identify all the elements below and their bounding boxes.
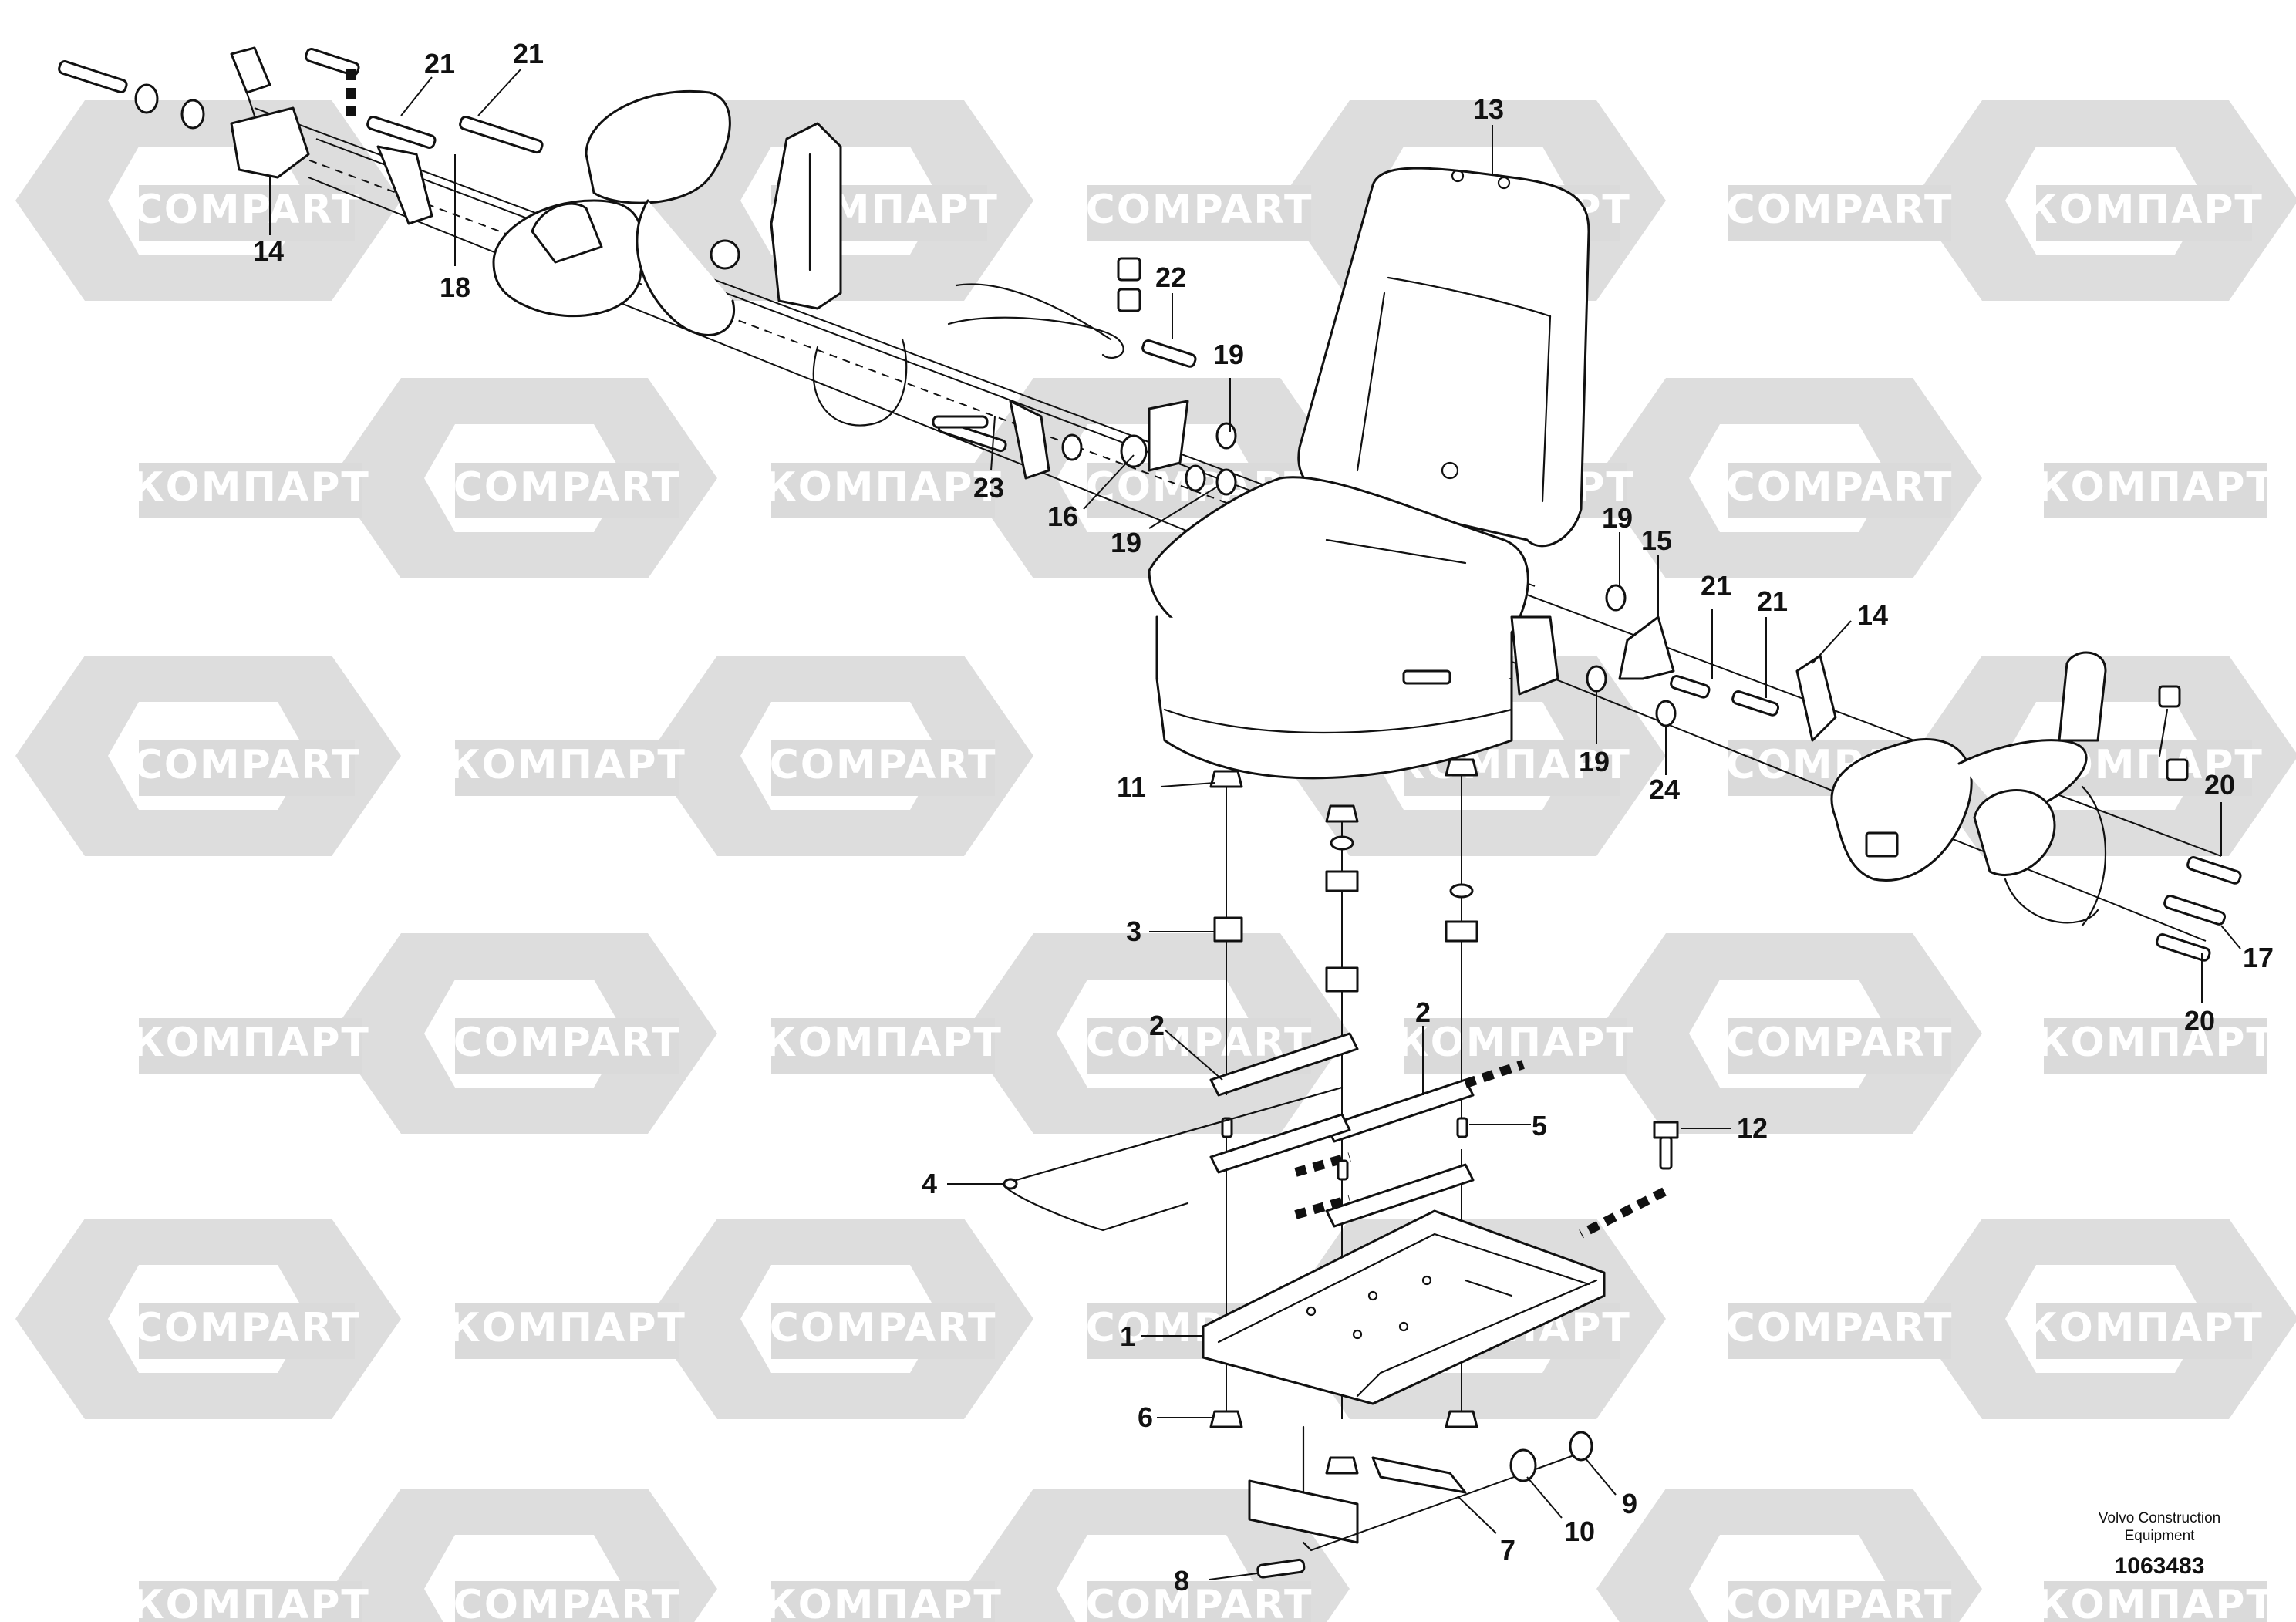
document-number: 1063483 — [2115, 1553, 2205, 1579]
callout-6: 6 — [1138, 1401, 1153, 1433]
callout-17: 17 — [2243, 942, 2274, 973]
callout-labels: 13 21 21 22 19 14 18 23 16 19 19 15 21 2… — [253, 38, 2274, 1597]
watermark-label: КОМПАРТ — [447, 742, 686, 788]
watermark-label: COMPART — [453, 1020, 681, 1066]
lower-nuts — [1209, 1410, 1478, 1475]
watermark-label: COMPART — [133, 1305, 361, 1351]
callout-21: 21 — [513, 38, 544, 69]
watermark-label: КОМПАРТ — [447, 1305, 686, 1351]
watermark-label: КОМПАРТ — [2036, 464, 2275, 511]
watermark-label: КОМПАРТ — [764, 1582, 1003, 1622]
watermark-label: КОМПАРТ — [1396, 1020, 1635, 1066]
callout-19: 19 — [1111, 527, 1141, 558]
slide-rails — [1209, 1032, 1525, 1228]
callout-7: 7 — [1500, 1534, 1515, 1566]
nuts — [1209, 758, 1478, 899]
watermark-label: COMPART — [1726, 464, 1954, 511]
watermark-label: COMPART — [1086, 187, 1313, 233]
washers — [1509, 1431, 1593, 1482]
credit-line-1: Volvo Construction — [2099, 1510, 2220, 1526]
callout-2: 2 — [1415, 996, 1431, 1028]
bolt-12 — [1579, 1121, 1679, 1239]
callout-10: 10 — [1564, 1516, 1595, 1547]
watermark-label: COMPART — [1726, 1305, 1954, 1351]
watermark-label: COMPART — [1726, 1582, 1954, 1622]
watermark-label: КОМПАРТ — [2036, 1020, 2275, 1066]
callout-8: 8 — [1174, 1565, 1189, 1597]
watermark-label: COMPART — [133, 187, 361, 233]
watermark-label: КОМПАРТ — [2025, 187, 2264, 233]
watermark-label: COMPART — [770, 742, 997, 788]
screws — [1221, 1117, 1468, 1181]
seat-belt-buckle-left — [230, 46, 310, 179]
mount-right — [1586, 584, 1837, 742]
callout-5: 5 — [1532, 1110, 1547, 1141]
watermark-label: КОМПАРТ — [131, 464, 370, 511]
release-rod — [1001, 1086, 1344, 1232]
callout-21: 21 — [424, 48, 455, 79]
left-bolt-stack — [58, 48, 544, 154]
seat-cushion — [1148, 476, 1559, 780]
callout-12: 12 — [1737, 1112, 1768, 1144]
credit-block: Volvo Construction Equipment 1063483 — [2099, 1510, 2220, 1579]
harness-left — [812, 257, 1141, 427]
callout-16: 16 — [1047, 501, 1078, 532]
credit-line-2: Equipment — [2125, 1528, 2196, 1544]
watermark-label: КОМПАРТ — [2025, 1305, 2264, 1351]
watermark-pattern: COMPART КОМПАРТ COMPART КОМПАРТ COMPART КОМПА… — [15, 100, 2296, 1622]
watermark-label: КОМПАРТ — [2036, 1582, 2275, 1622]
console-bracket-left — [710, 122, 842, 310]
callout-2: 2 — [1149, 1010, 1165, 1041]
callout-21: 21 — [1701, 570, 1731, 602]
callout-20: 20 — [2184, 1005, 2215, 1037]
armrest-left — [492, 90, 735, 336]
watermark-label: КОМПАРТ — [131, 1020, 370, 1066]
mount-left — [932, 339, 1237, 496]
watermark-label: КОМПАРТ — [764, 464, 1003, 511]
armrest-right — [1830, 651, 2189, 927]
watermark-label: COMPART — [1086, 1582, 1313, 1622]
callout-14: 14 — [253, 235, 284, 267]
watermark-label: COMPART — [1726, 1020, 1954, 1066]
callout-19: 19 — [1579, 746, 1610, 777]
callout-13: 13 — [1473, 93, 1504, 125]
bracket-left — [376, 145, 433, 225]
exploded-parts-drawing — [58, 46, 2242, 1579]
callout-9: 9 — [1622, 1488, 1637, 1519]
callout-24: 24 — [1649, 774, 1680, 805]
watermark-label: COMPART — [453, 464, 681, 511]
watermark-label: COMPART — [1726, 187, 1954, 233]
bolts-right — [2156, 856, 2242, 962]
lower-brackets — [1248, 1425, 1590, 1579]
watermark-label: КОМПАРТ — [764, 1020, 1003, 1066]
leader-lines — [269, 69, 2241, 1580]
callout-11: 11 — [1117, 771, 1146, 803]
callout-1: 1 — [1120, 1320, 1135, 1352]
callout-19: 19 — [1213, 339, 1244, 370]
watermark-label: COMPART — [770, 1305, 997, 1351]
callout-22: 22 — [1155, 261, 1186, 293]
base-tray — [1202, 1209, 1606, 1405]
callout-4: 4 — [922, 1168, 937, 1199]
callout-23: 23 — [973, 472, 1004, 504]
callout-3: 3 — [1126, 916, 1141, 947]
callout-20: 20 — [2204, 769, 2235, 801]
callout-19: 19 — [1602, 502, 1633, 534]
watermark-label: COMPART — [133, 742, 361, 788]
callout-14: 14 — [1857, 599, 1888, 631]
clips — [1213, 870, 1478, 993]
callout-21: 21 — [1757, 585, 1788, 617]
watermark-label: КОМПАРТ — [131, 1582, 370, 1622]
watermark-label: COMPART — [453, 1582, 681, 1622]
callout-15: 15 — [1641, 524, 1672, 556]
callout-18: 18 — [440, 271, 470, 303]
